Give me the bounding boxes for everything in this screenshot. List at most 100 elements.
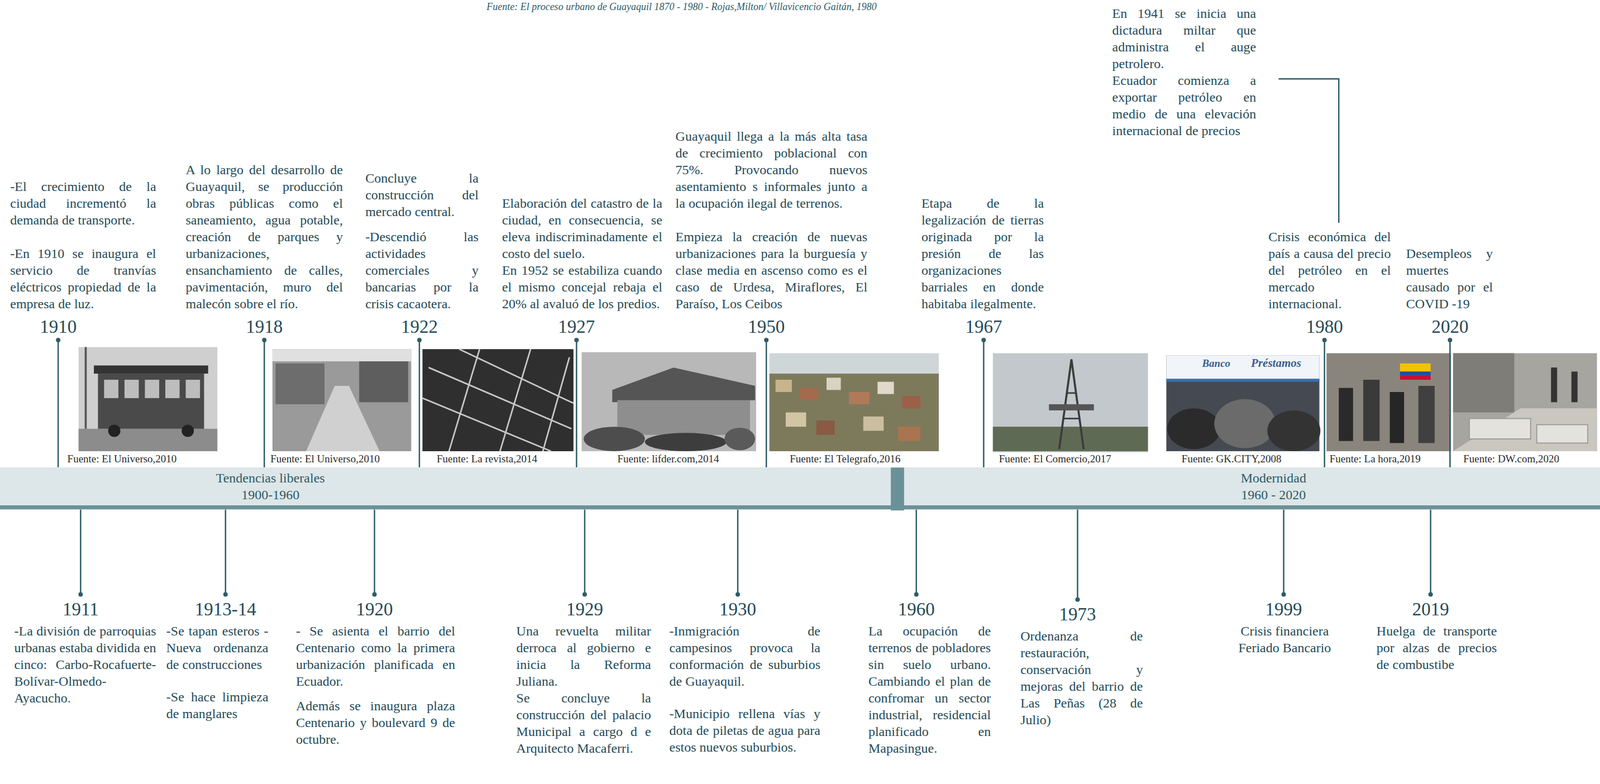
photo-ground (272, 349, 412, 452)
event-text: Empieza la creación de nuevas urbanizaci… (675, 228, 868, 313)
produce (583, 426, 646, 452)
source-note: Fuente: El proceso urbano de Guayaquil 1… (486, 1, 877, 13)
event-box: 1911-La división de parroquias urbanas e… (14, 599, 157, 707)
timeline-connector-group (735, 509, 740, 597)
year-label: 2020 (1431, 316, 1469, 337)
house (877, 381, 894, 395)
event-text: La ocupación de terrenos de pobladores s… (868, 622, 991, 757)
street-photo (272, 349, 412, 452)
connector-dot (417, 337, 422, 343)
timeline-connector (1278, 78, 1339, 223)
timeline-connector-group (1447, 337, 1453, 468)
street (1453, 408, 1598, 452)
event-text: En 1941 se inicia una dictadura miltar q… (1112, 5, 1257, 73)
year-label: 1930 (719, 599, 757, 620)
building (275, 363, 325, 405)
event-text: Guayaquil llega a la más alta tasa de cr… (675, 127, 868, 212)
road (422, 398, 551, 452)
hillside-photo (769, 353, 939, 452)
tram-window (144, 379, 160, 399)
event-box: 2019Huelga de transporte por alzas de pr… (1376, 599, 1498, 673)
note-box: En 1941 se inicia una dictadura miltar q… (1112, 5, 1257, 140)
photo-credit: Fuente: La revista,2014 (436, 452, 538, 466)
event-text: Ecuador comienza a exportar petróleo en … (1112, 72, 1257, 140)
photo-ground (1453, 353, 1598, 452)
tram-wheel (181, 424, 194, 438)
timeline-connector (57, 340, 60, 468)
year-label: 1922 (400, 316, 438, 337)
photo-credit: Fuente: El Telegrafo,2016 (789, 452, 901, 466)
sign-text: Préstamos (1250, 356, 1302, 370)
timeline-connector (79, 509, 82, 595)
event-box: 1929Una revuelta militar derroca al gobi… (516, 599, 652, 757)
timeline-connector-group (1281, 509, 1287, 597)
connector-dot (223, 592, 228, 597)
wall (617, 400, 751, 436)
connector-dot (78, 592, 83, 597)
year-label: 1913-14 (194, 599, 257, 620)
timeline-connector-group (1322, 337, 1327, 468)
tram-wheel (108, 424, 121, 438)
timeline-connector-group (914, 509, 919, 597)
era-band: Tendencias liberales1900-1960 (0, 467, 891, 506)
event-text: Huelga de transporte por alzas de precio… (1376, 622, 1498, 673)
timeline-connector-group (417, 337, 422, 468)
event-text: Ordenanza de restauración, conservación … (1020, 627, 1143, 729)
event-text: Se concluye la construcción del palacio … (516, 689, 652, 757)
figure (1338, 388, 1354, 442)
event-text: -La división de parroquias urbanas estab… (14, 622, 157, 707)
figure (1571, 371, 1578, 403)
timeline-connector (584, 509, 586, 595)
timeline-connector (1282, 509, 1285, 595)
timeline-connector (575, 340, 578, 468)
event-text: -El crecimiento de la ciudad incrementó … (10, 178, 156, 229)
rig (1066, 392, 1077, 394)
photo-ground (992, 426, 1149, 452)
timeline-connector (1076, 509, 1079, 600)
year-label: 1973 (1058, 604, 1096, 625)
coffin (1469, 418, 1531, 440)
tram-photo (78, 347, 218, 452)
photo-ground (581, 352, 756, 452)
timeline-connector-group (223, 509, 228, 597)
house (775, 379, 792, 393)
event-text: Desempleos y muertes causado por el COVI… (1406, 245, 1493, 313)
year-label: 1918 (245, 316, 283, 337)
connector-dot (1075, 597, 1080, 603)
building (1453, 353, 1515, 413)
timeline-connector (765, 340, 768, 468)
photo-credit: Fuente: DW.com,2020 (1463, 452, 1560, 466)
era-range: 1960 - 2020 (1172, 486, 1374, 504)
flag (1400, 371, 1431, 376)
year-label: 1910 (39, 316, 77, 337)
tram-window (185, 379, 201, 399)
crowd (1167, 408, 1221, 450)
timeline-connector-group (55, 337, 61, 468)
photo-ground (78, 347, 218, 452)
event-text: -Se tapan esteros -Nueva ordenanza de co… (166, 622, 269, 673)
photo-credit: Fuente: GK.CITY,2008 (1181, 452, 1282, 466)
photo-ground (422, 349, 573, 452)
event-text: Una revuelta militar derroca al gobierno… (516, 622, 652, 690)
year-label: 1950 (747, 316, 785, 337)
timeline-connector-group (261, 337, 267, 468)
photo-sky (769, 353, 939, 375)
timeline-connector-group (582, 509, 587, 597)
event-box: 1999Crisis financiera Feriado Bancario (1224, 599, 1346, 657)
house (848, 392, 870, 405)
timeline-connector-group (372, 509, 377, 597)
produce (724, 427, 756, 451)
house (901, 395, 921, 409)
year-label: 1920 (356, 599, 394, 620)
market-photo (581, 352, 756, 452)
bank-sign (1166, 355, 1320, 380)
road (499, 349, 531, 452)
photo-ground (78, 428, 218, 452)
house (898, 426, 921, 442)
year-label: 2019 (1412, 599, 1450, 620)
connector-dot (1281, 592, 1287, 597)
produce (645, 432, 727, 452)
figure (1418, 385, 1435, 443)
year-label: 1927 (557, 316, 595, 337)
